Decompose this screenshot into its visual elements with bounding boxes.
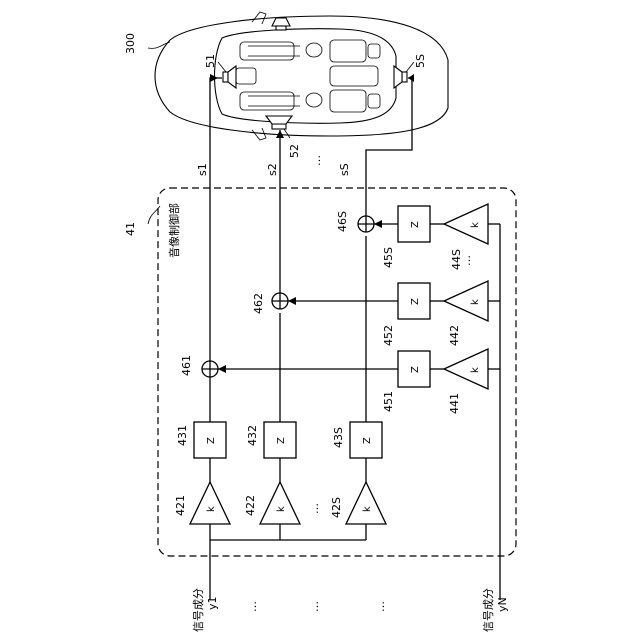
delay-43S: Z: [350, 422, 382, 458]
amplifier-422-label: 422: [244, 495, 257, 516]
ellipsis-inputs-3: …: [374, 601, 387, 612]
input-yN-id: yN: [496, 597, 509, 612]
delay-452-label: 452: [382, 325, 395, 346]
adder-462: [272, 293, 288, 309]
amplifier-441-label: 441: [448, 393, 461, 414]
amplifier-442-symbol: k: [470, 299, 481, 305]
signal-s2-label: s2: [266, 163, 279, 176]
delay-451-label: 451: [382, 391, 395, 412]
control-unit-ref-label: 41: [124, 222, 137, 236]
amplifier-42S: k: [346, 482, 386, 524]
amplifier-44S-symbol: k: [470, 222, 481, 228]
ellipsis-amplifiers-left: …: [308, 503, 321, 514]
adder-461-label: 461: [180, 355, 193, 376]
adder-461: [202, 361, 218, 377]
ellipsis-amplifiers-right: …: [460, 255, 473, 266]
adder-46S-label: 46S: [336, 211, 349, 232]
delay-431-symbol: Z: [206, 437, 217, 444]
amplifier-42S-label: 42S: [330, 497, 343, 518]
input-yN-caption: 信号成分: [482, 588, 495, 632]
amplifier-421-label: 421: [174, 495, 187, 516]
control-unit-name-label: 音像制御部: [167, 203, 181, 258]
delay-45S: Z: [398, 206, 430, 242]
delay-432: Z: [264, 422, 296, 458]
amplifier-421: k: [190, 482, 230, 524]
speaker-top-magnet: [276, 26, 286, 30]
ellipsis-inputs-1: …: [246, 601, 259, 612]
delay-452-symbol: Z: [410, 298, 421, 305]
delay-452: Z: [398, 283, 430, 319]
amplifier-422-symbol: k: [276, 506, 287, 512]
wire-input-y1: [210, 540, 366, 600]
amplifier-42S-symbol: k: [362, 506, 373, 512]
delay-432-symbol: Z: [276, 437, 287, 444]
arrow-to-46S: [374, 220, 382, 228]
delay-431: Z: [194, 422, 226, 458]
amplifier-421-symbol: k: [206, 506, 217, 512]
amplifier-442-label: 442: [448, 325, 461, 346]
ellipsis-inputs-2: …: [308, 601, 321, 612]
amplifier-44S: k: [444, 204, 488, 244]
adder-46S: [358, 216, 374, 232]
vehicle: [148, 12, 448, 140]
delay-451: Z: [398, 351, 430, 387]
amplifier-442: k: [444, 281, 488, 321]
speaker-5S-label: 5S: [414, 54, 427, 68]
delay-451-symbol: Z: [410, 366, 421, 373]
speaker-52-label: 52: [288, 144, 301, 158]
input-y1-id: y1: [206, 596, 219, 610]
delay-45S-label: 45S: [382, 247, 395, 268]
delay-431-label: 431: [176, 425, 189, 446]
delay-43S-label: 43S: [332, 427, 345, 448]
delay-43S-symbol: Z: [362, 437, 373, 444]
input-y1-caption: 信号成分: [192, 588, 205, 632]
amplifier-441: k: [444, 349, 488, 389]
arrow-to-462: [288, 297, 296, 305]
delay-45S-symbol: Z: [410, 221, 421, 228]
vehicle-ref-label: 300: [124, 33, 137, 54]
adder-462-label: 462: [252, 293, 265, 314]
arrow-to-461: [218, 365, 226, 373]
amplifier-422: k: [260, 482, 300, 524]
signal-s1-label: s1: [196, 163, 209, 176]
amplifier-441-symbol: k: [470, 367, 481, 373]
signal-sS-label: sS: [338, 163, 351, 176]
ellipsis-outputs: …: [310, 155, 323, 166]
speaker-51-label: 51: [204, 54, 217, 68]
delay-432-label: 432: [246, 425, 259, 446]
